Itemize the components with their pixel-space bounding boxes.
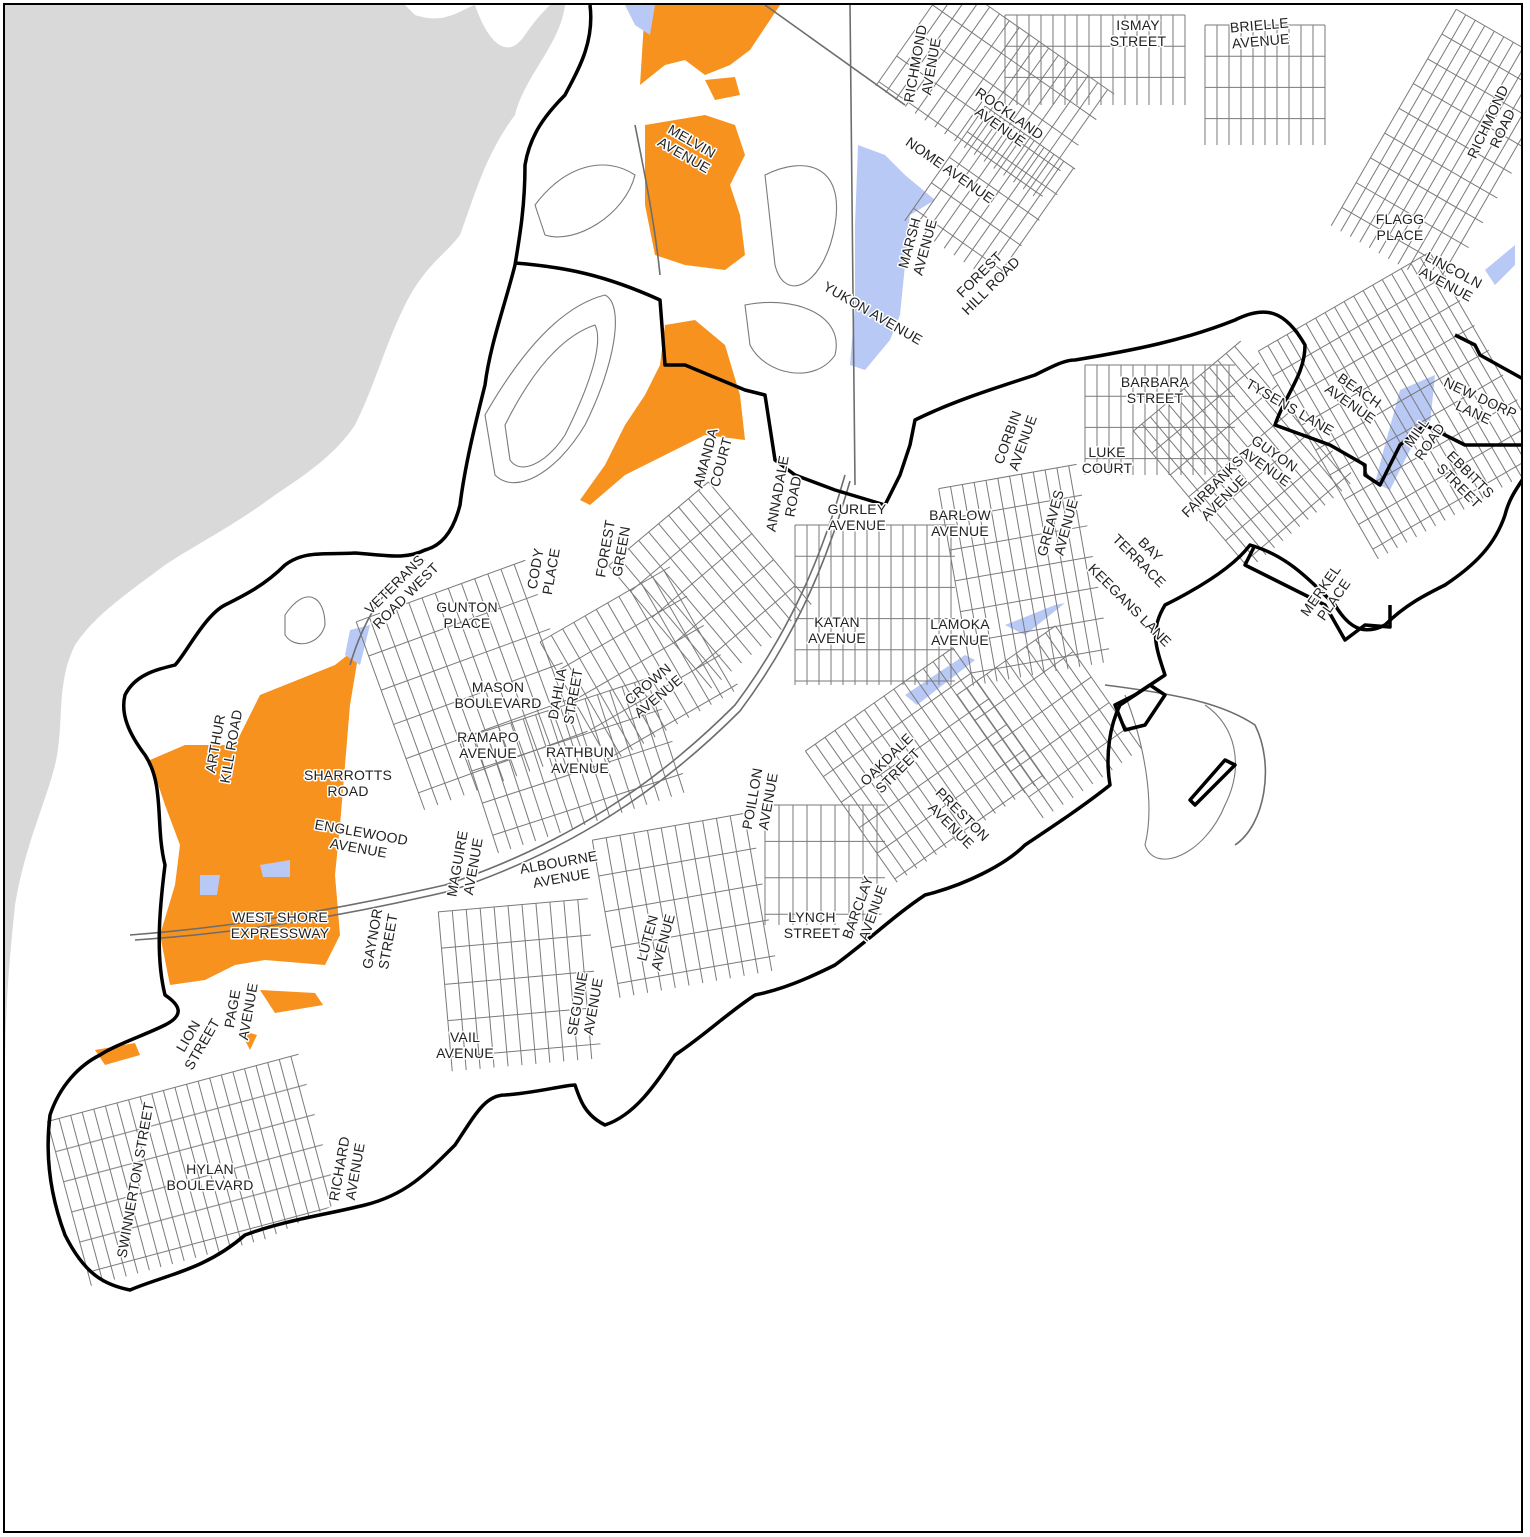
label-line: BARBARA — [1121, 374, 1190, 390]
label-gaynor-street: GAYNORSTREET — [359, 907, 401, 972]
label-line: STREET — [1110, 33, 1167, 49]
label-line: ISMAY — [1116, 17, 1160, 33]
district-boundaries — [46, 5, 1521, 1292]
label-line: KATAN — [814, 614, 860, 630]
label-line: STREET — [1127, 390, 1184, 406]
label-richmond-avenue: RICHMONDAVENUE — [900, 24, 945, 107]
label-new-dorp-lane: NEW DORPLANE — [1435, 374, 1520, 436]
label-corbin-avenue: CORBINAVENUE — [990, 407, 1040, 472]
label-preston-avenue: PRESTONAVENUE — [921, 784, 992, 855]
label-oakdale-street: OAKDALESTREET — [857, 730, 927, 800]
label-page-avenue: PAGEAVENUE — [219, 979, 261, 1041]
label-line: AVENUE — [551, 760, 609, 776]
label-dahlia-street: DAHLIASTREET — [544, 664, 585, 725]
label-line: AVENUE — [808, 630, 866, 646]
label-richard-avenue: RICHARDAVENUE — [326, 1135, 369, 1205]
label-line: RAMAPO — [457, 729, 519, 745]
label-cody-place: CODYPLACE — [523, 544, 563, 596]
label-line: FLAGG — [1376, 211, 1424, 227]
label-line: LUKE — [1088, 444, 1125, 460]
label-richmond-road: RICHMONDROAD — [1464, 83, 1523, 168]
label-line: LYNCH — [788, 909, 835, 925]
label-line: AVENUE — [1231, 30, 1290, 51]
label-line: BARLOW — [929, 507, 991, 523]
label-line: LAMOKA — [930, 616, 990, 632]
label-line: MASON — [472, 679, 524, 695]
label-ebbitts-street: EBBITTSSTREET — [1433, 448, 1498, 513]
label-line: EXPRESSWAY — [231, 925, 330, 941]
label-maguire-avenue: MAGUIREAVENUE — [443, 829, 486, 900]
label-line: SHARROTTS — [304, 767, 392, 783]
label-line: AVENUE — [931, 632, 989, 648]
label-line: COURT — [1082, 460, 1133, 476]
water-area — [5, 5, 565, 1075]
label-albourne-avenue: ALBOURNEAVENUE — [519, 847, 602, 892]
label-beach-avenue: BEACHAVENUE — [1322, 367, 1388, 426]
street-network — [46, 5, 1521, 1286]
label-seguine-avenue: SEGUINEAVENUE — [564, 971, 607, 1040]
major-roads — [129, 5, 1267, 941]
blue-zones — [200, 5, 1515, 895]
label-line: AVENUE — [436, 1045, 494, 1061]
label-line: AVENUE — [459, 745, 517, 761]
label-line: BOULEVARD — [166, 1177, 253, 1193]
label-annadale-road: ANNADALEROAD — [763, 454, 808, 535]
orange-zones — [95, 5, 780, 1065]
label-line: AVENUE — [828, 517, 886, 533]
label-line: RATHBUN — [546, 744, 614, 760]
label-brielle-avenue: BRIELLEAVENUE — [1229, 14, 1291, 51]
label-line: VAIL — [450, 1029, 480, 1045]
label-line: GURLEY — [828, 501, 887, 517]
label-line: AVENUE — [931, 523, 989, 539]
label-lincoln-avenue: LINCOLNAVENUE — [1415, 248, 1485, 305]
label-line: WEST SHORE — [232, 909, 328, 925]
label-line: PLACE — [1377, 227, 1424, 243]
label-line: HYLAN — [186, 1161, 234, 1177]
label-line: BOULEVARD — [454, 695, 541, 711]
label-line: PLACE — [444, 615, 491, 631]
park-paths — [284, 164, 1236, 860]
label-forest-green: FORESTGREEN — [592, 518, 634, 581]
label-line: STREET — [784, 925, 841, 941]
label-poillon-avenue: POILLONAVENUE — [739, 767, 781, 834]
label-line: ROAD — [327, 783, 368, 799]
label-line: GUNTON — [436, 599, 498, 615]
label-barclay-avenue: BARCLAYAVENUE — [839, 873, 892, 946]
label-bay-terrace: BAYTERRACE — [1110, 520, 1181, 591]
